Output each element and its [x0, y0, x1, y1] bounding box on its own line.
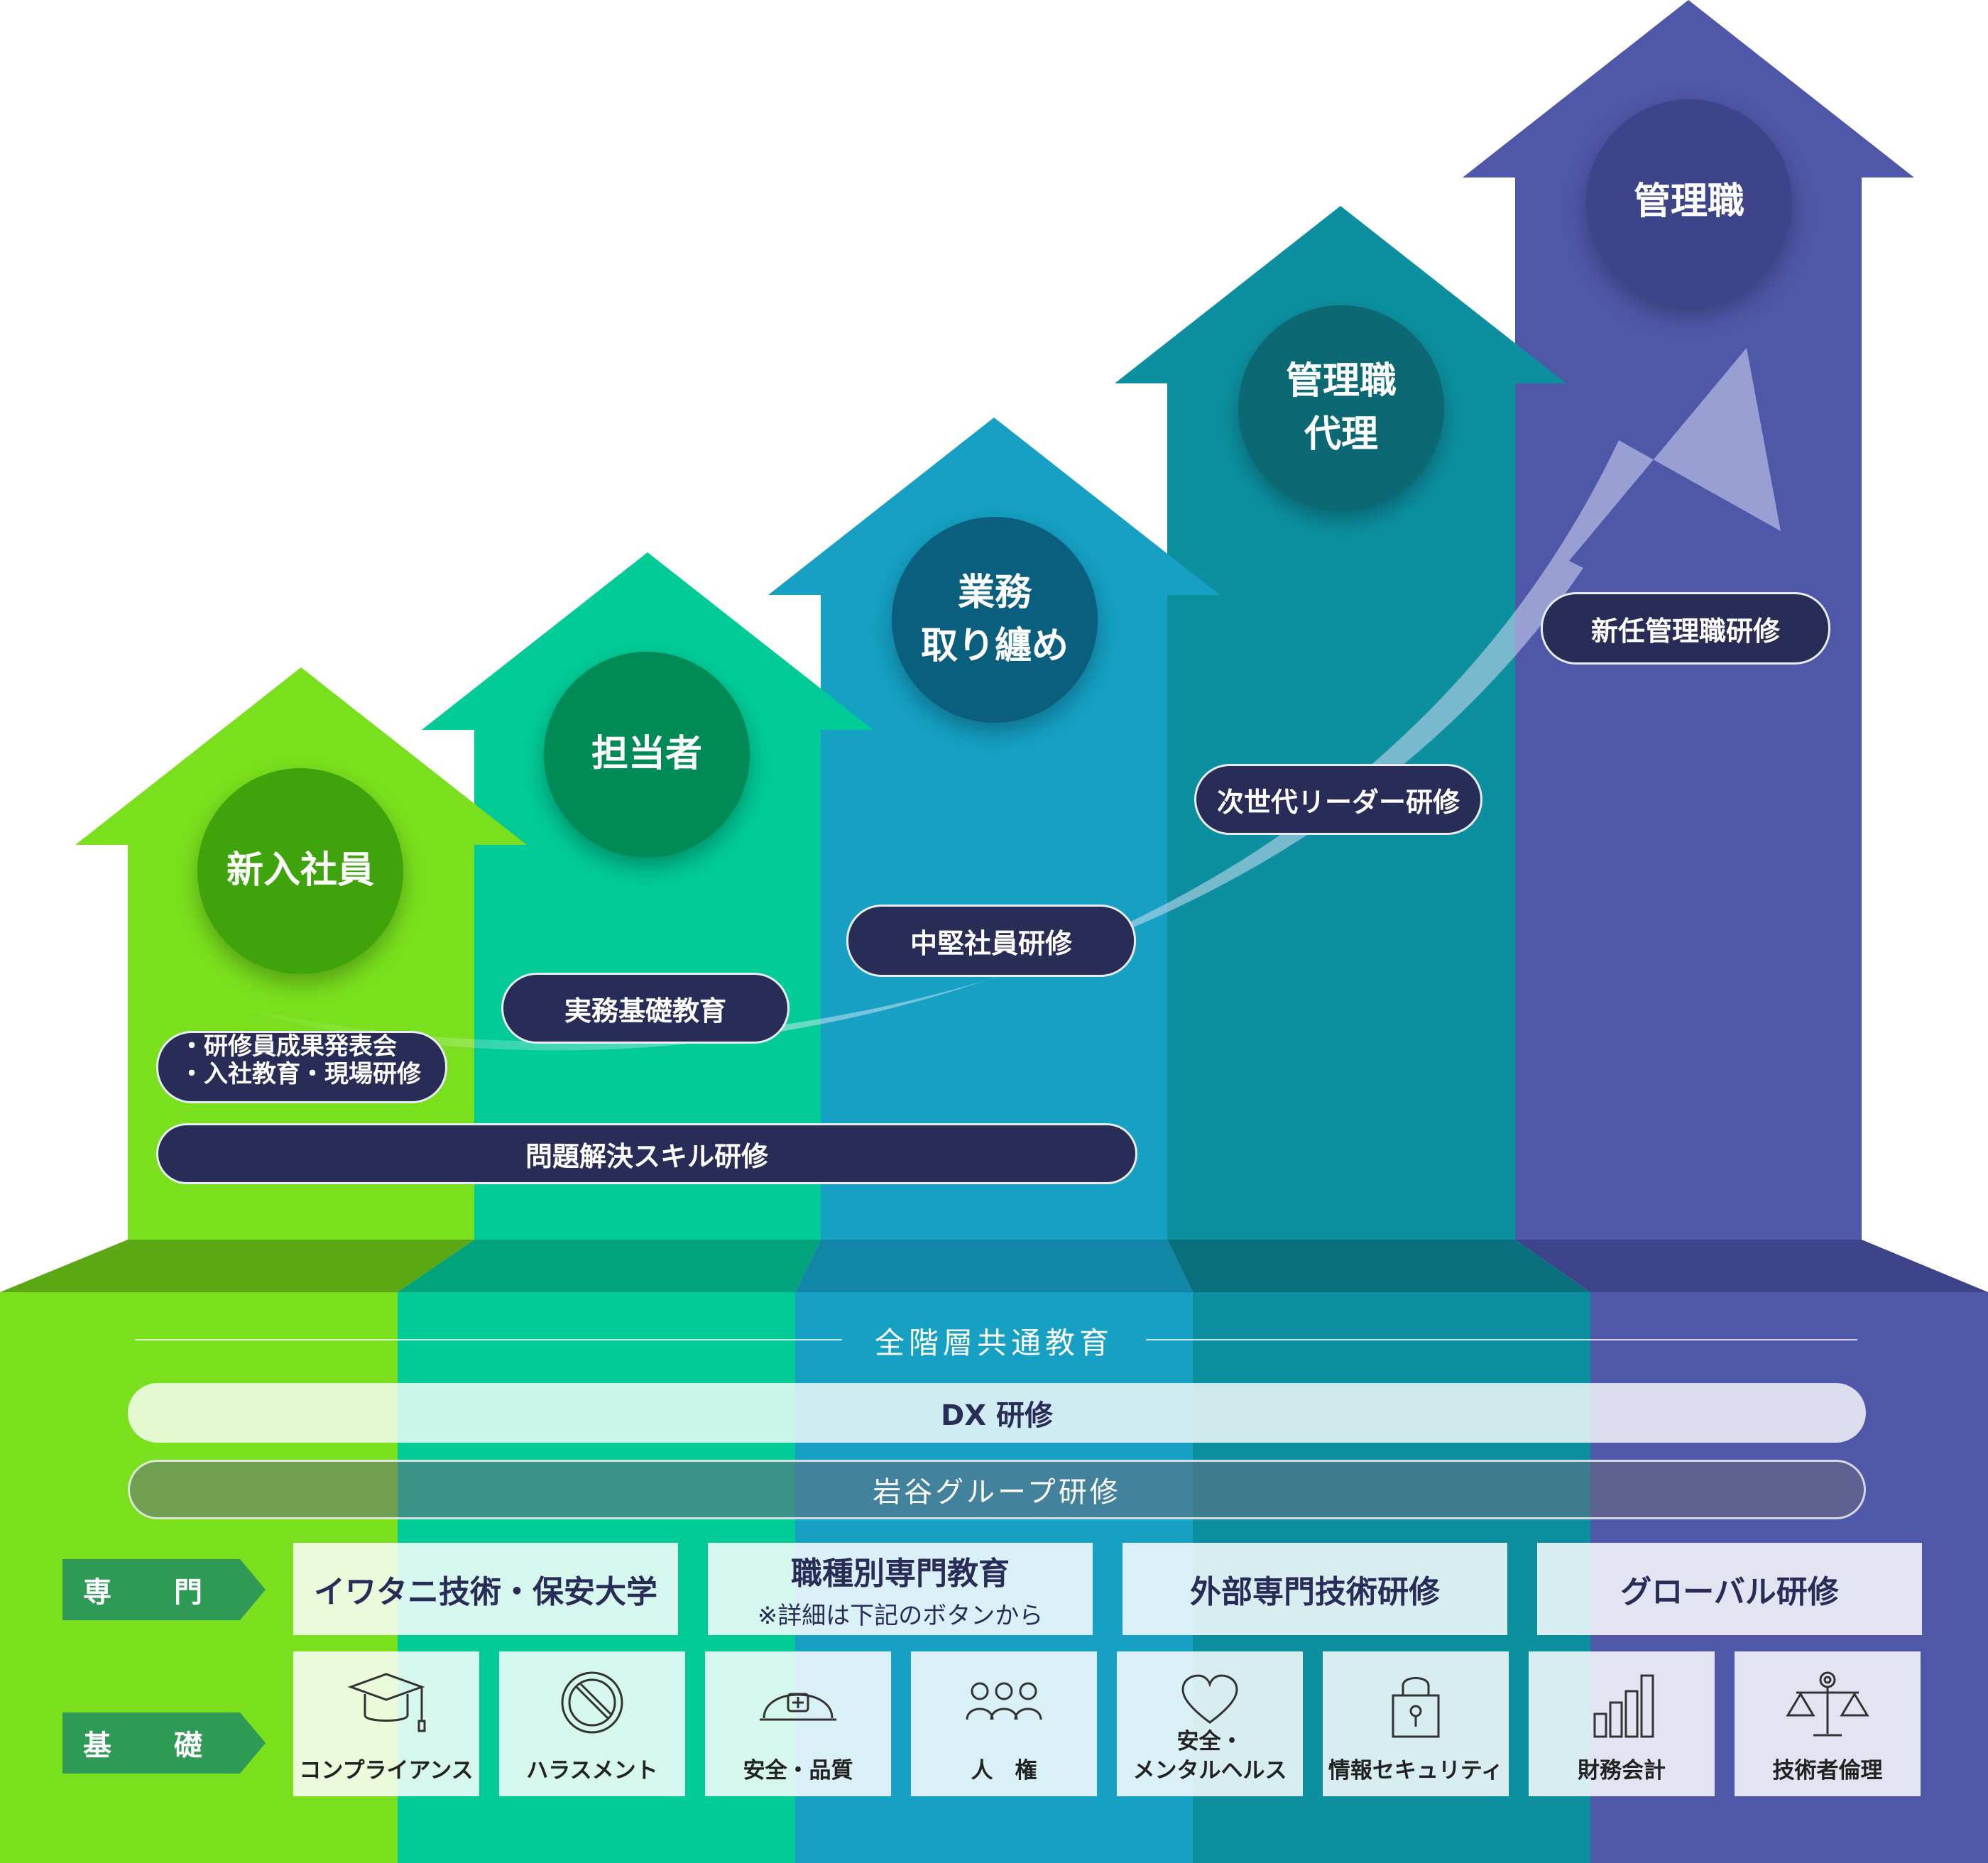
- graduation-cap-icon: [347, 1673, 426, 1732]
- pill-problem-solving-training[interactable]: 問題解決スキル研修: [156, 1123, 1137, 1184]
- basic-label: 人 権: [971, 1757, 1037, 1783]
- specialized-external-technical[interactable]: 外部専門技術研修: [1123, 1543, 1507, 1635]
- heart-icon: [1181, 1674, 1238, 1724]
- specialized-global[interactable]: グローバル研修: [1537, 1543, 1922, 1635]
- safety-helmet-icon: [760, 1693, 836, 1721]
- level-circle-staff: 担当者: [544, 652, 750, 858]
- specialized-title: 外部専門技術研修: [1190, 1574, 1440, 1610]
- specialized-iwatani-university[interactable]: イワタニ技術・保安大学: [293, 1543, 678, 1635]
- basic-label: 情報セキュリティ: [1328, 1757, 1504, 1783]
- scales-gear-icon: [1786, 1671, 1869, 1737]
- basic-label: 財務会計: [1578, 1757, 1666, 1783]
- band-dx-training[interactable]: DX 研修: [128, 1383, 1866, 1443]
- pill-line-1: ・研修員成果発表会: [180, 1032, 397, 1061]
- bevel-5: [1515, 1240, 1988, 1292]
- pill-next-leader-training[interactable]: 次世代リーダー研修: [1194, 764, 1482, 835]
- pill-mid-level-training[interactable]: 中堅社員研修: [846, 905, 1136, 977]
- bevel-3: [795, 1240, 1193, 1292]
- basic-compliance[interactable]: コンプライアンス: [293, 1651, 479, 1796]
- basic-label: 技術者倫理: [1772, 1757, 1883, 1783]
- arrow-staff: [422, 552, 873, 1240]
- basic-information-security[interactable]: 情報セキュリティ: [1323, 1651, 1509, 1796]
- basic-financial-accounting[interactable]: 財務会計: [1529, 1651, 1715, 1796]
- level-circle-coordinator: 業務 取り纏め: [892, 517, 1098, 723]
- row-label-arrow-shape: [62, 1559, 266, 1620]
- row-label-text: 基 礎: [83, 1730, 219, 1762]
- basic-label: ハラスメント: [526, 1757, 658, 1783]
- specialized-title: グローバル研修: [1620, 1574, 1839, 1610]
- basic-label: 安全・品質: [743, 1757, 853, 1783]
- bevel-1: [0, 1240, 474, 1292]
- band-group-training[interactable]: 岩谷グループ研修: [128, 1460, 1866, 1519]
- bar-chart-icon: [1593, 1674, 1654, 1738]
- pill-practical-basics[interactable]: 実務基礎教育: [501, 973, 790, 1044]
- bevel-2: [398, 1240, 821, 1292]
- basic-label: 安全・ メンタルヘルス: [1132, 1729, 1287, 1783]
- pill-new-employee-training[interactable]: ・研修員成果発表会 ・入社教育・現場研修: [156, 1031, 447, 1103]
- row-label-arrow-shape: [62, 1712, 266, 1774]
- basic-safety-quality[interactable]: 安全・品質: [705, 1651, 891, 1796]
- people-icon: [966, 1682, 1042, 1720]
- bevel-4: [1167, 1240, 1590, 1292]
- basic-engineering-ethics[interactable]: 技術者倫理: [1735, 1651, 1921, 1796]
- row-label-basic: 基 礎: [62, 1712, 275, 1774]
- level-circle-manager: 管理職: [1586, 99, 1792, 305]
- specialized-title: イワタニ技術・保安大学: [314, 1574, 657, 1610]
- growth-sweep-arrow: [213, 348, 1781, 1051]
- pill-new-manager-training[interactable]: 新任管理職研修: [1541, 592, 1830, 665]
- common-rule-left: [135, 1339, 842, 1340]
- arrow-deputy-manager: [1115, 206, 1566, 1240]
- basic-human-rights[interactable]: 人 権: [911, 1651, 1097, 1796]
- pill-line-2: ・入社教育・現場研修: [180, 1060, 421, 1089]
- basic-harassment[interactable]: ハラスメント: [499, 1651, 685, 1796]
- level-circle-new-employee: 新入社員: [197, 768, 403, 974]
- padlock-icon: [1392, 1677, 1440, 1738]
- arrow-coordinator: [768, 417, 1220, 1240]
- prohibited-icon: [561, 1671, 623, 1734]
- row-label-text: 専 門: [83, 1576, 219, 1609]
- common-education-title: 全階層共通教育: [874, 1326, 1113, 1360]
- level-circle-deputy-manager: 管理職 代理: [1238, 305, 1444, 511]
- basic-label: コンプライアンス: [299, 1757, 474, 1783]
- row-label-specialized: 専 門: [62, 1559, 275, 1620]
- specialized-job-specific[interactable]: 職種別専門教育 ※詳細は下記のボタンから: [708, 1543, 1093, 1635]
- common-rule-right: [1146, 1339, 1857, 1340]
- specialized-note: ※詳細は下記のボタンから: [757, 1601, 1044, 1630]
- basic-mental-health[interactable]: 安全・ メンタルヘルス: [1117, 1651, 1303, 1796]
- specialized-title: 職種別専門教育: [791, 1555, 1010, 1592]
